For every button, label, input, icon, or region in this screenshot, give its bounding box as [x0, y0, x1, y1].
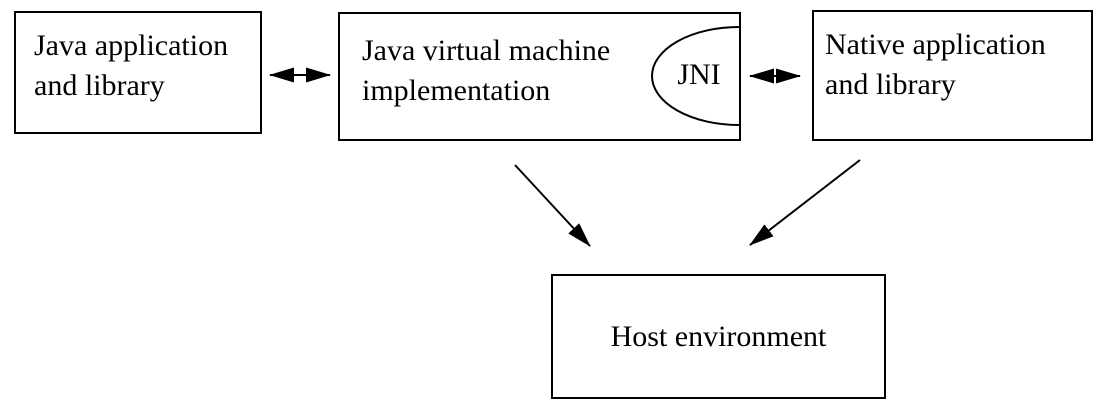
- jvm-label-line2: implementation: [362, 74, 551, 107]
- native-application-label-line2: and library: [825, 68, 956, 101]
- jvm-label-line1: Java virtual machine: [362, 34, 611, 67]
- java-application-label-line1: Java application: [34, 29, 229, 62]
- host-environment-label: Host environment: [610, 319, 827, 353]
- arrow-jvm-to-host: [514, 164, 591, 247]
- java-application-label-line2: and library: [34, 69, 165, 102]
- arrow-native-to-host: [749, 159, 861, 246]
- host-environment-box: Host environment: [551, 274, 886, 399]
- native-application-box: Native application and library: [812, 10, 1093, 141]
- jni-interface-label: JNI: [677, 58, 721, 91]
- native-application-label-line1: Native application: [825, 28, 1046, 61]
- java-application-box: Java application and library: [14, 11, 262, 134]
